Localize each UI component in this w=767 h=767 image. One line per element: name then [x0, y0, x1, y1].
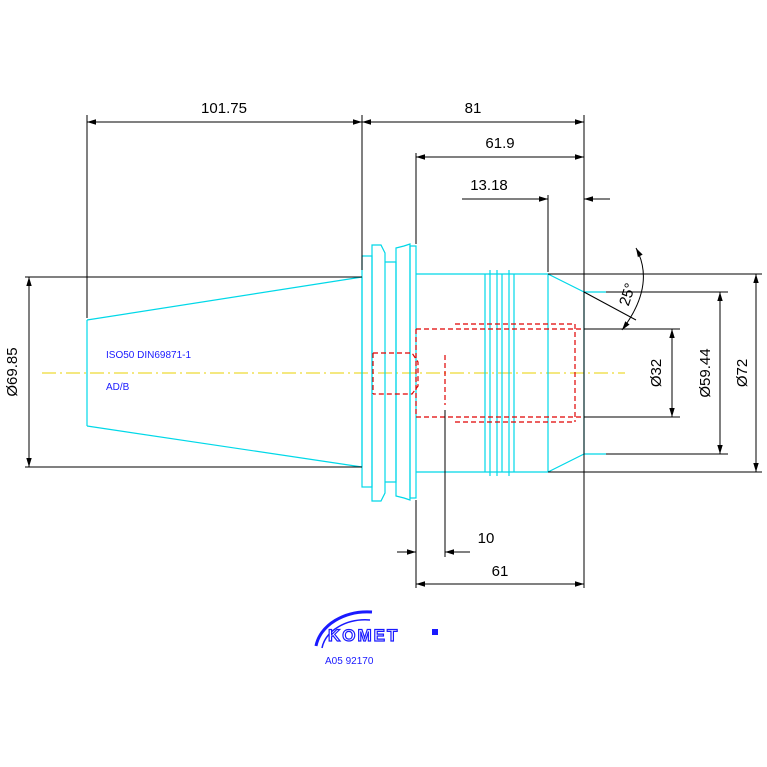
note-form: AD/B — [106, 382, 130, 393]
flange-outline — [361, 243, 417, 502]
svg-text:KOMET: KOMET — [328, 626, 399, 645]
dim-front-dia: Ø59.44 — [697, 348, 714, 397]
dim-undercut-width: 10 — [478, 530, 495, 547]
dim-bore-depth: 61 — [492, 563, 509, 580]
taper-outline — [86, 276, 363, 468]
dim-taper-dia: Ø69.85 — [4, 347, 21, 396]
dim-angle: 25° — [616, 281, 639, 308]
dim-body-length: 61.9 — [485, 135, 514, 152]
note-standard: ISO50 DIN69871-1 — [106, 350, 191, 361]
dimension-lines — [26, 119, 759, 587]
dim-overall-length: 81 — [465, 100, 482, 117]
registered-mark-icon — [432, 629, 438, 635]
dim-bore-dia: Ø32 — [648, 359, 665, 387]
extension-lines — [25, 115, 762, 588]
part-number: A05 92170 — [325, 656, 374, 667]
komet-logo: KOMET — [314, 610, 438, 649]
dim-body-dia: Ø72 — [734, 359, 751, 387]
hidden-bore — [372, 323, 584, 423]
dim-taper-length: 101.75 — [201, 100, 247, 117]
dim-front-length: 13.18 — [470, 177, 508, 194]
